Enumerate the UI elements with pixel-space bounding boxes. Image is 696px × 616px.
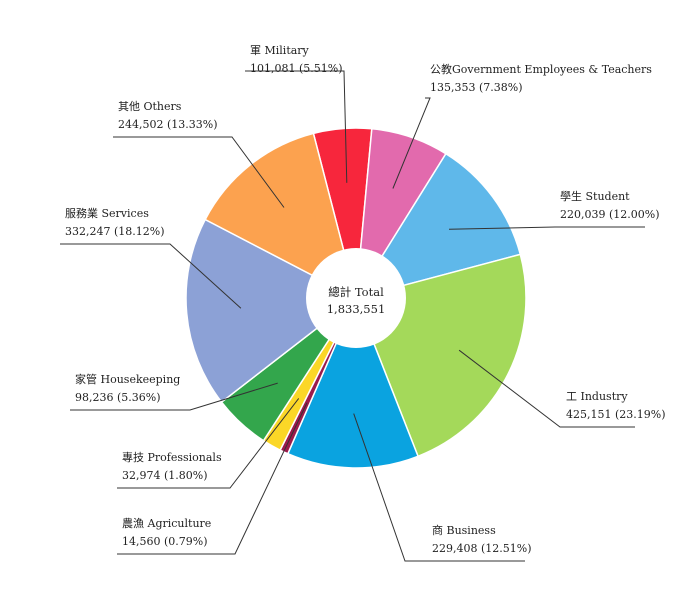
leader-line-7 <box>70 382 278 411</box>
pie-slice-8 <box>185 218 358 404</box>
leader-line-6 <box>117 398 300 489</box>
slice-label-value-0: 101,081 (5.51%) <box>250 62 343 75</box>
slice-label-name-9: 其他 Others <box>118 100 182 113</box>
slice-label-name-6: 專技 Professionals <box>122 451 222 464</box>
leader-lines-layer <box>60 70 645 562</box>
slice-label-value-3: 425,151 (23.19%) <box>566 408 666 421</box>
slice-label-value-1: 135,353 (7.38%) <box>430 81 523 94</box>
leader-line-3 <box>458 349 635 428</box>
leader-line-4 <box>353 413 525 562</box>
slice-label-value-7: 98,236 (5.36%) <box>75 391 161 404</box>
labels-layer: 軍 Military 101,081 (5.51%) 公教Government Em… <box>65 44 666 555</box>
pie-slice-2 <box>354 152 522 300</box>
slices-layer <box>185 127 527 469</box>
slice-label-name-0: 軍 Military <box>250 44 310 57</box>
leader-line-8 <box>60 243 242 309</box>
center-value: 1,833,551 <box>327 302 386 316</box>
slice-label-name-2: 學生 Student <box>560 189 630 203</box>
slice-label-value-8: 332,247 (18.12%) <box>65 225 165 238</box>
slice-label-name-4: 商 Business <box>432 523 496 537</box>
slice-label-name-7: 家管 Housekeeping <box>75 372 180 386</box>
leader-line-0 <box>245 70 348 183</box>
pie-slice-9 <box>204 132 358 300</box>
pie-slice-4 <box>286 296 420 469</box>
slice-label-name-3: 工 Industry <box>566 390 628 403</box>
slice-label-value-9: 244,502 (13.33%) <box>118 118 218 131</box>
leader-line-2 <box>448 226 645 230</box>
slice-label-value-5: 14,560 (0.79%) <box>122 535 208 548</box>
slice-label-name-1: 公教Government Employees & Teachers <box>430 63 652 76</box>
center-label: 總計 Total <box>328 285 384 299</box>
leader-line-1 <box>392 97 431 189</box>
slice-label-name-5: 農漁 Agriculture <box>122 516 211 530</box>
slice-label-value-2: 220,039 (12.00%) <box>560 208 660 221</box>
slice-label-value-4: 229,408 (12.51%) <box>432 542 532 555</box>
slice-label-value-6: 32,974 (1.80%) <box>122 469 208 482</box>
leader-line-9 <box>113 136 285 208</box>
slice-label-name-8: 服務業 Services <box>65 206 149 220</box>
leader-line-5 <box>117 402 308 555</box>
donut-hole <box>306 248 406 348</box>
